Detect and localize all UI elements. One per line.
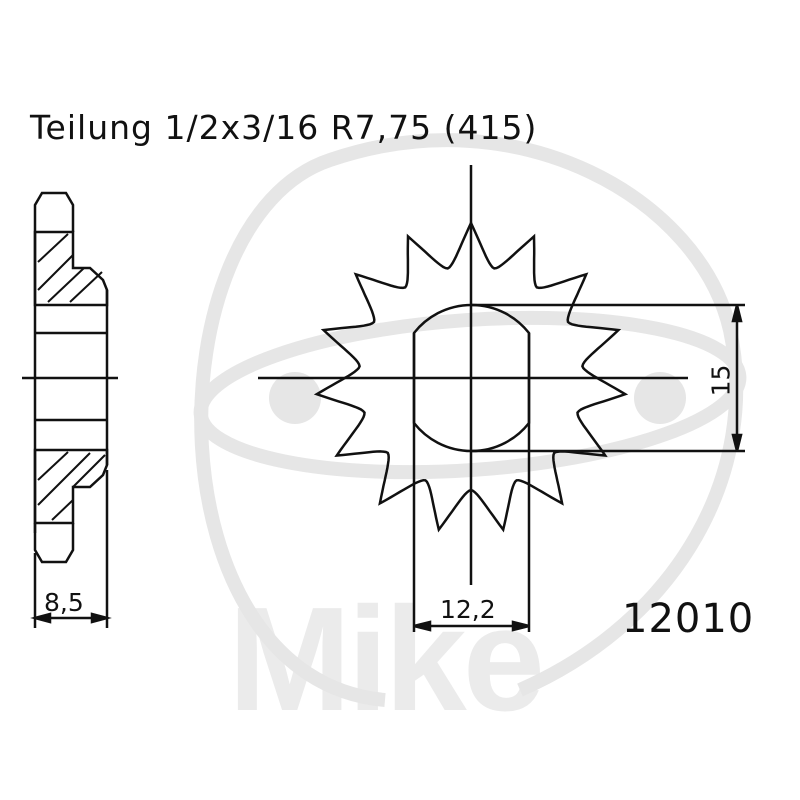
section-hatching <box>37 233 106 521</box>
watermark-logo-shape <box>193 133 747 707</box>
dimension-width-label: 8,5 <box>44 588 84 617</box>
sprocket-teeth-outline <box>313 220 629 533</box>
dimension-bore-diameter-label: 15 <box>706 364 736 397</box>
watermark-eye-dots <box>269 372 686 424</box>
dimension-bore-flat-label: 12,2 <box>440 595 496 624</box>
part-number: 12010 <box>622 596 755 642</box>
side-section-view <box>22 191 118 628</box>
sprocket-front-view <box>258 165 745 632</box>
pitch-spec-title: Teilung 1/2x3/16 R7,75 (415) <box>30 108 538 147</box>
